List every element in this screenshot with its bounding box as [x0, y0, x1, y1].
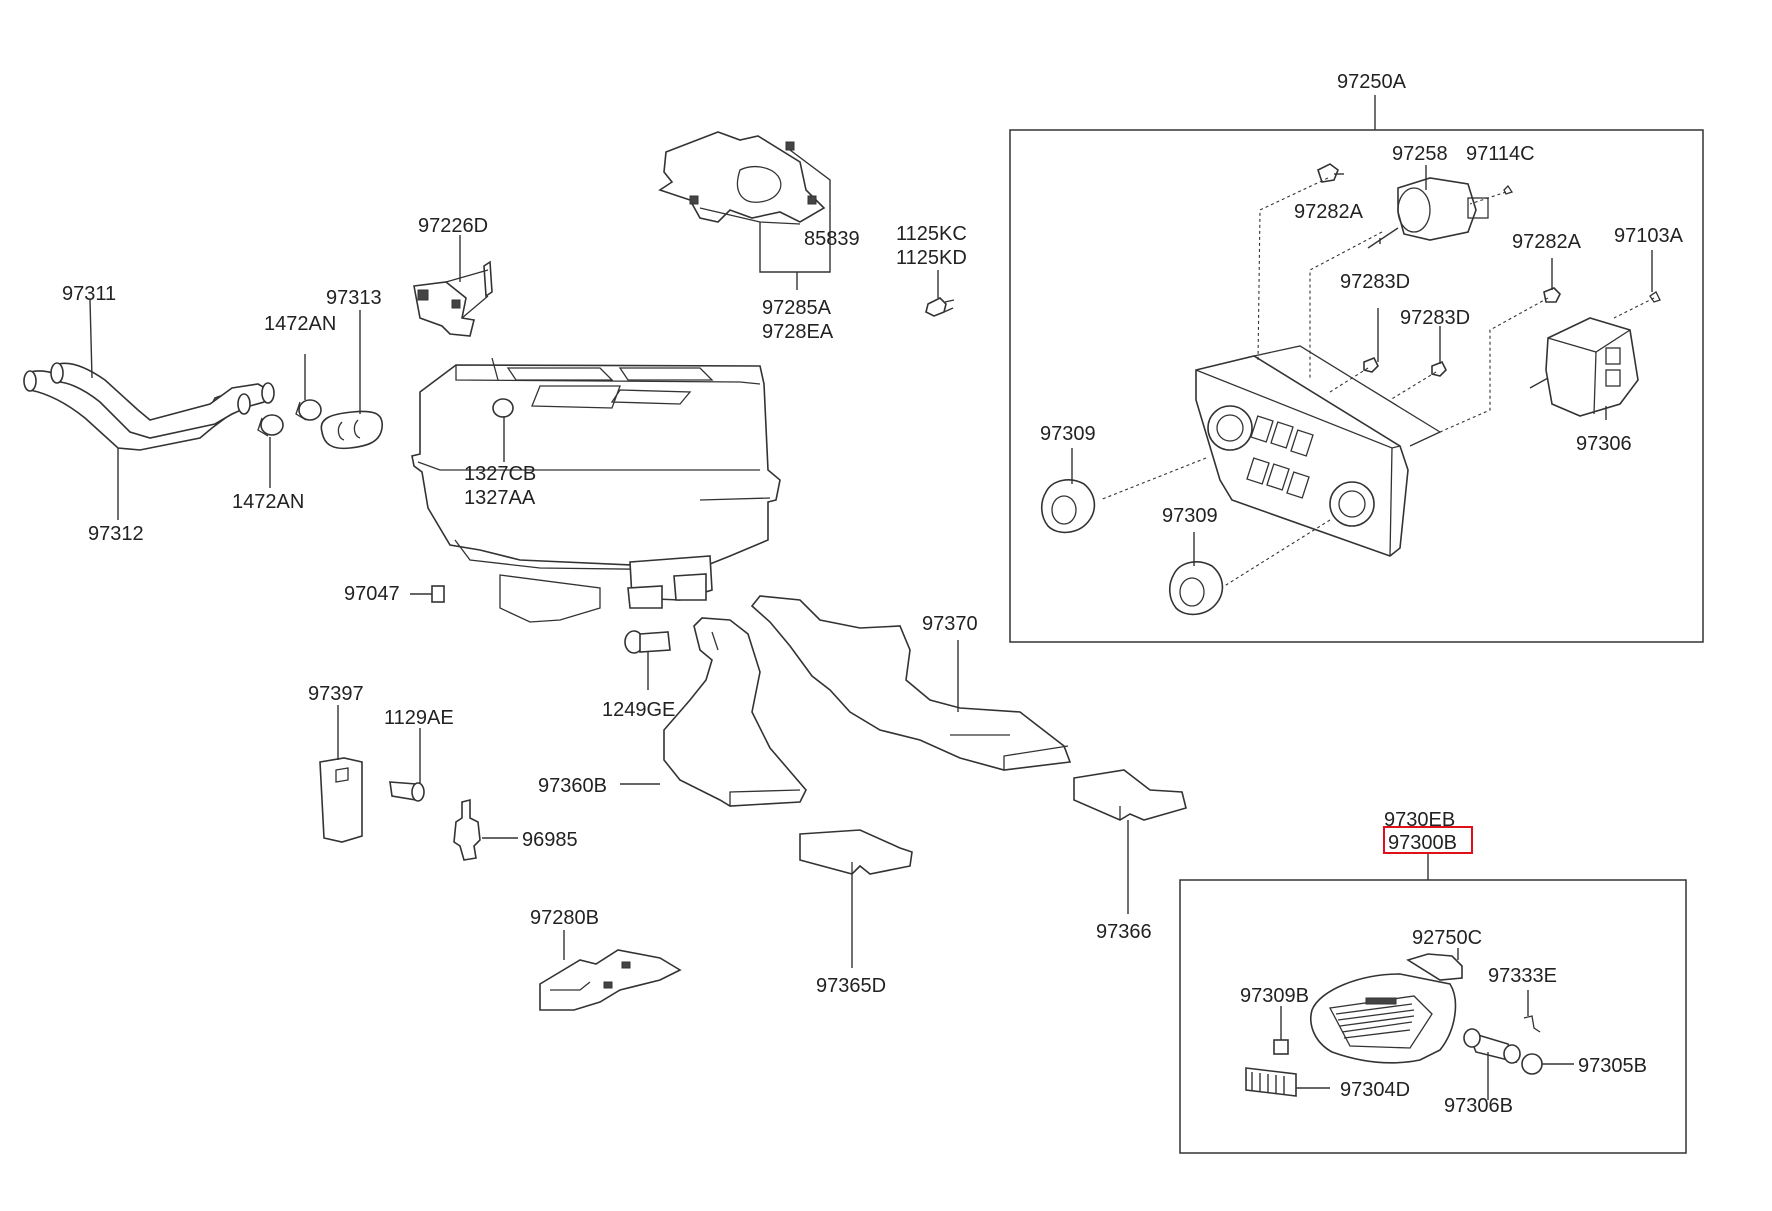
label-1327CB[interactable]: 1327CB	[464, 463, 536, 485]
outlet-97365D	[799, 829, 913, 968]
label-92750C[interactable]: 92750C	[1412, 927, 1482, 949]
control-panel-assembly	[1040, 163, 1661, 616]
label-85839[interactable]: 85839	[804, 228, 860, 250]
label-1125KD[interactable]: 1125KD	[896, 247, 967, 269]
label-97365D[interactable]: 97365D	[816, 975, 886, 997]
screw-1249GE	[624, 630, 671, 690]
label-97258[interactable]: 97258	[1392, 143, 1448, 165]
bracket-97397	[319, 705, 363, 843]
label-97304D[interactable]: 97304D	[1340, 1079, 1410, 1101]
resistor-97280B	[539, 930, 682, 1011]
label-97305B[interactable]: 97305B	[1578, 1055, 1647, 1077]
label-97312[interactable]: 97312	[88, 523, 144, 545]
selected-part-highlight[interactable]	[1383, 826, 1473, 854]
label-1472AN-lower[interactable]: 1472AN	[232, 491, 304, 513]
duct-97370	[750, 595, 1072, 771]
heater-pipes	[23, 299, 275, 520]
label-96985[interactable]: 96985	[522, 829, 578, 851]
label-1249GE[interactable]: 1249GE	[602, 699, 675, 721]
bolt-1125KC	[925, 270, 955, 317]
label-97311[interactable]: 97311	[62, 283, 116, 305]
label-97250A[interactable]: 97250A	[1337, 71, 1407, 93]
label-97047[interactable]: 97047	[344, 583, 400, 605]
label-9728EA[interactable]: 9728EA	[762, 321, 834, 343]
bolt-1129AE	[389, 728, 425, 802]
label-97114C[interactable]: 97114C	[1466, 143, 1535, 165]
sensor-96985	[453, 798, 518, 861]
label-97282A-right[interactable]: 97282A	[1512, 231, 1582, 253]
label-97397[interactable]: 97397	[308, 683, 364, 705]
label-97283D-right[interactable]: 97283D	[1400, 307, 1470, 329]
label-97370[interactable]: 97370	[922, 613, 978, 635]
label-97306B[interactable]: 97306B	[1444, 1095, 1513, 1117]
label-97313[interactable]: 97313	[326, 287, 382, 309]
label-1129AE[interactable]: 1129AE	[384, 707, 454, 729]
label-97280B[interactable]: 97280B	[530, 907, 599, 929]
label-1125KC[interactable]: 1125KC	[896, 223, 967, 245]
label-97103A[interactable]: 97103A	[1614, 225, 1684, 247]
label-97306[interactable]: 97306	[1576, 433, 1632, 455]
rear-control-assembly	[1245, 948, 1574, 1100]
outlet-97366	[1073, 769, 1187, 914]
control-panel-group-box	[1009, 95, 1704, 643]
label-97309B[interactable]: 97309B	[1240, 985, 1309, 1007]
grommet-97313	[320, 310, 383, 450]
door-actuator-97226D	[413, 235, 493, 337]
label-9730EB[interactable]: 9730EB	[1384, 809, 1455, 831]
label-1327AA[interactable]: 1327AA	[464, 487, 536, 509]
label-97300B[interactable]: 97300B	[1388, 832, 1457, 854]
clip-97047	[410, 585, 445, 603]
label-97226D[interactable]: 97226D	[418, 215, 488, 237]
hose-clamp-lower	[257, 414, 284, 488]
label-1472AN-upper[interactable]: 1472AN	[264, 313, 336, 335]
rear-control-group-box	[1179, 854, 1687, 1154]
hose-clamp-upper	[295, 354, 322, 421]
bracket-85839	[658, 131, 831, 290]
label-97309-left[interactable]: 97309	[1040, 423, 1096, 445]
label-97360B[interactable]: 97360B	[538, 775, 607, 797]
label-97333E[interactable]: 97333E	[1488, 965, 1557, 987]
label-97282A-top[interactable]: 97282A	[1294, 201, 1364, 223]
label-97285A[interactable]: 97285A	[762, 297, 832, 319]
label-97366[interactable]: 97366	[1096, 921, 1152, 943]
label-97283D-left[interactable]: 97283D	[1340, 271, 1410, 293]
heater-unit-housing	[411, 357, 781, 623]
duct-97360B	[620, 617, 807, 807]
label-97309-right[interactable]: 97309	[1162, 505, 1218, 527]
